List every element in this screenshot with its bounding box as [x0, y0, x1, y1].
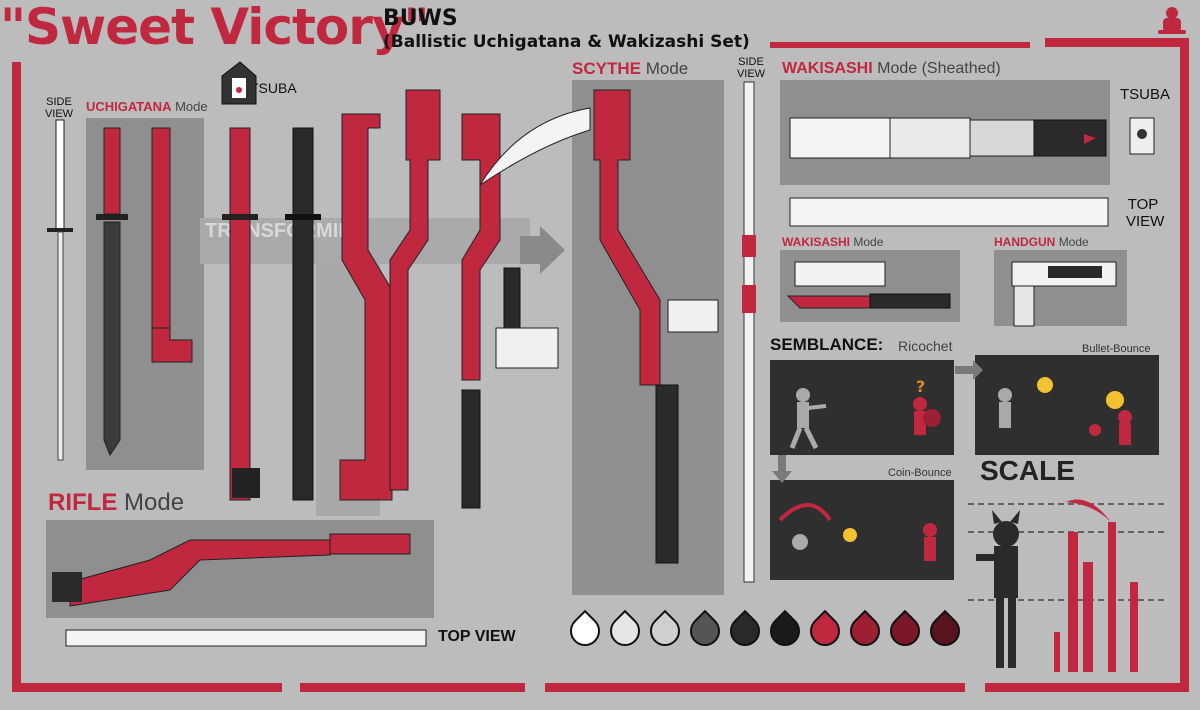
coin-bounce-panel [770, 480, 954, 580]
uchigatana-sheath [151, 127, 193, 363]
cup-logo-icon [1158, 7, 1186, 34]
uchigatana-label: UCHIGATANA [86, 99, 172, 114]
ricochet-label: Ricochet [898, 338, 953, 354]
bullet-bounce-figures [998, 377, 1132, 445]
tsuba-label: TSUBA [250, 80, 297, 96]
handgun-mode: Mode [1058, 235, 1089, 249]
handgun-mode-label: HANDGUN Mode [994, 236, 1089, 249]
rifle-name: RIFLE [48, 489, 118, 516]
scythe-weapon [593, 89, 719, 564]
ricochet-panel: ? [770, 360, 954, 455]
scale-diagram [968, 499, 1168, 672]
page-title: "Sweet Victory" [0, 0, 430, 56]
character-silhouette [976, 510, 1020, 668]
uchigatana-blade [96, 127, 128, 457]
ricochet-figures: ? [789, 377, 941, 450]
frame-top-mid [770, 42, 1030, 48]
tsuba-label-2: TSUBA [1120, 86, 1171, 103]
bullet-bounce-label: Bullet-Bounce [1082, 343, 1151, 355]
semblance-label: SEMBLANCE: [770, 335, 884, 354]
stage-5 [461, 113, 501, 509]
tsuba-piece-2 [1129, 117, 1155, 155]
stage-2 [285, 127, 321, 501]
top-view-scabbard [789, 197, 1109, 227]
rifle-drawing [52, 533, 411, 607]
wakisashi-sheathed-drawing [789, 117, 1107, 159]
top-view-label-2: TOP VIEW [438, 628, 516, 645]
arrow-down-icon [772, 455, 792, 483]
scythe-mode: Mode [645, 59, 689, 78]
artist-logo [1155, 4, 1189, 42]
frame-left [12, 62, 21, 692]
rifle-mode: Mode [124, 489, 185, 516]
scythe-label: SCYTHE [572, 59, 641, 78]
weapon-code: BUWS [383, 6, 458, 31]
frame-bottom-mid [300, 683, 525, 692]
top-view-label: TOP VIEW [1126, 196, 1165, 230]
side-view-label: SIDE VIEW [44, 96, 74, 120]
frame-bottom-right [545, 683, 965, 692]
scythe-mode-label: SCYTHE Mode [572, 59, 689, 78]
weapon-subtitle: (Ballistic Uchigatana & Wakizashi Set) [383, 32, 750, 52]
wakisashi-name: WAKISASHI [782, 235, 851, 249]
uchigatana-mode: Mode [175, 99, 208, 114]
handgun-drawing [1011, 261, 1117, 327]
wakisashi-sheathed-name: WAKISASHI [782, 60, 873, 77]
stage-3 [339, 113, 393, 501]
handgun-name: HANDGUN [994, 235, 1056, 249]
mini-wakizashi [495, 267, 559, 369]
wakisashi-sheathed-label: WAKISASHI Mode (Sheathed) [782, 60, 1001, 77]
sheathed-mode: Mode (Sheathed) [877, 60, 1001, 77]
arrow-right-icon [955, 360, 983, 380]
scale-label: SCALE [980, 455, 1075, 486]
frame-right [1180, 40, 1189, 692]
frame-top-right [1045, 38, 1189, 47]
wakisashi-drawing [786, 261, 951, 309]
uchigatana-mode-label: UCHIGATANA Mode [86, 100, 208, 113]
wakisashi-mode: Mode [853, 235, 884, 249]
transform-arrow-icon [520, 226, 565, 274]
rifle-top-view [65, 629, 427, 647]
tsuba-piece [221, 61, 257, 105]
frame-bottom-far [985, 683, 1185, 692]
frame-bottom-left [12, 683, 282, 692]
svg-text:?: ? [916, 377, 925, 396]
stage-1 [222, 127, 260, 501]
stage-4 [389, 89, 441, 491]
side-view-label-2: SIDE VIEW [736, 56, 766, 80]
bullet-bounce-panel [975, 355, 1159, 455]
coin-bounce-figures [778, 503, 937, 561]
side-view-sword [47, 119, 73, 461]
side-view-staff [742, 81, 756, 583]
wakisashi-mode-label: WAKISASHI Mode [782, 236, 883, 249]
coin-bounce-label: Coin-Bounce [888, 467, 952, 479]
scythe-blade [479, 107, 591, 186]
rifle-mode-label: RIFLE Mode [48, 490, 184, 516]
